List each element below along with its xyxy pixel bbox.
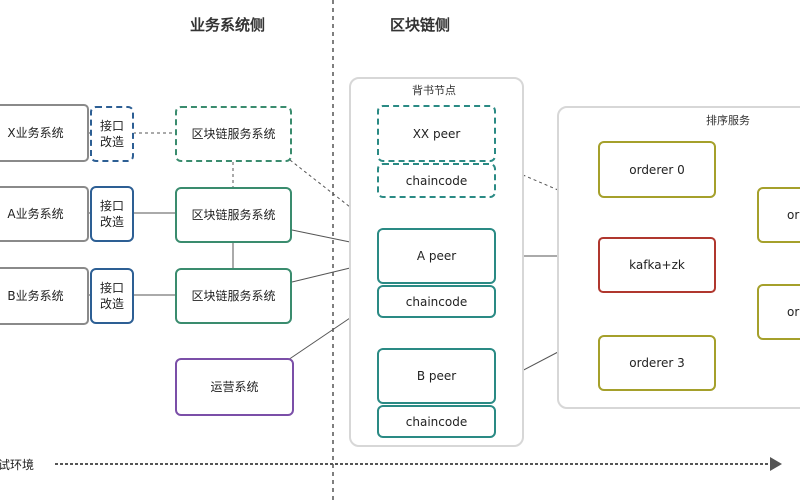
connector-a-service-peer [291, 229, 351, 243]
blockchain-service-system-x[interactable]: 区块链服务系统 [175, 106, 292, 162]
orderer-right-bottom[interactable]: or [757, 284, 800, 340]
xx-chaincode[interactable]: chaincode [377, 163, 496, 198]
business-side-header: 业务系统侧 [190, 16, 266, 34]
a-chaincode[interactable]: chaincode [377, 285, 496, 318]
business-system-a-label: A业务系统 [7, 207, 64, 221]
endorsement-panel-title: 背书节点 [412, 84, 456, 97]
environment-arrow-head [770, 457, 782, 471]
a-peer[interactable]: A peer [377, 228, 496, 284]
business-system-a[interactable]: A业务系统 [0, 186, 89, 242]
connector-ops-peer [284, 317, 351, 363]
orderer-3[interactable]: orderer 3 [598, 335, 716, 391]
orderer-right-top-label: or [787, 208, 800, 222]
kafka-zk[interactable]: kafka+zk [598, 237, 716, 293]
interface-adapter-a[interactable]: 接口 改造 [90, 186, 134, 242]
interface-adapter-x[interactable]: 接口 改造 [90, 106, 134, 162]
connector-b-service-peer [291, 267, 351, 283]
business-system-b-label: B业务系统 [7, 289, 64, 303]
b-peer[interactable]: B peer [377, 348, 496, 404]
blockchain-service-system-b[interactable]: 区块链服务系统 [175, 268, 292, 324]
xx-peer[interactable]: XX peer [377, 105, 496, 162]
business-system-x[interactable]: X业务系统 [0, 104, 89, 162]
orderer-0[interactable]: orderer 0 [598, 141, 716, 198]
blockchain-side-header: 区块链侧 [390, 16, 451, 34]
business-system-x-label: X业务系统 [7, 126, 64, 140]
connector-x-service-peer [289, 159, 351, 208]
operations-system[interactable]: 运营系统 [175, 358, 294, 416]
orderer-right-bottom-label: or [787, 305, 800, 319]
ordering-service-title: 排序服务 [706, 114, 750, 127]
interface-adapter-b[interactable]: 接口 改造 [90, 268, 134, 324]
orderer-right-top[interactable]: or [757, 187, 800, 243]
blockchain-service-system-a[interactable]: 区块链服务系统 [175, 187, 292, 243]
b-chaincode[interactable]: chaincode [377, 405, 496, 438]
environment-label: 试环境 [0, 458, 35, 472]
business-system-b[interactable]: B业务系统 [0, 267, 89, 325]
